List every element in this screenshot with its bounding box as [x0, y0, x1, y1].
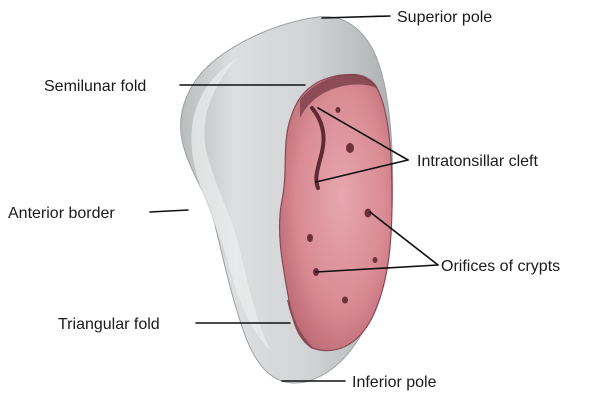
leader-superior-pole — [322, 16, 390, 18]
label-inferior-pole: Inferior pole — [352, 374, 437, 391]
label-orifices-of-crypts: Orifices of crypts — [441, 258, 560, 275]
crypt-orifice — [373, 257, 378, 263]
label-semilunar-fold: Semilunar fold — [44, 78, 146, 95]
crypt-orifice — [346, 143, 354, 153]
crypt-orifice — [336, 107, 341, 113]
label-intratonsillar-cleft: Intratonsillar cleft — [417, 153, 538, 170]
leader-anterior-border — [150, 210, 188, 212]
label-superior-pole: Superior pole — [397, 9, 492, 26]
label-triangular-fold: Triangular fold — [58, 316, 160, 333]
medial-surface — [280, 75, 392, 351]
crypt-orifice — [307, 234, 313, 242]
label-anterior-border: Anterior border — [8, 205, 115, 222]
crypt-orifice — [342, 297, 348, 304]
